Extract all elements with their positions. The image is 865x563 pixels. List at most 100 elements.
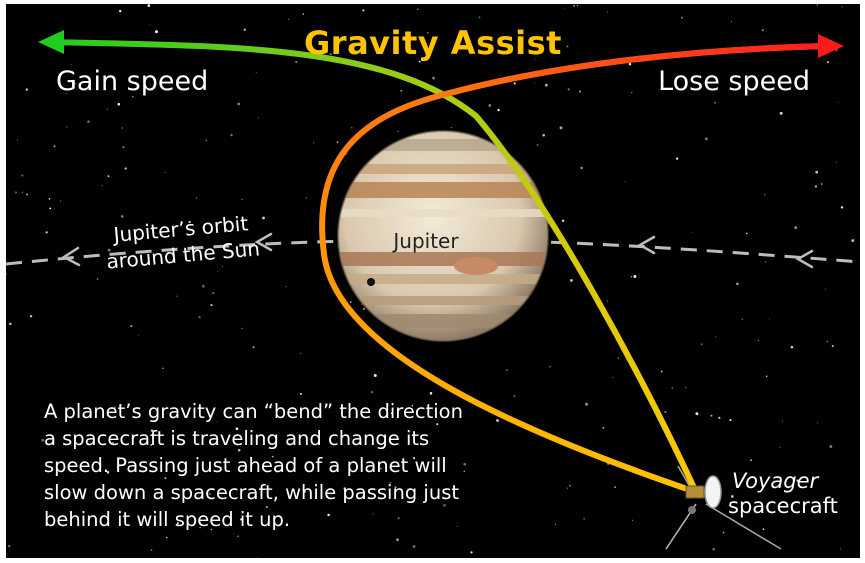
star (138, 334, 140, 336)
star (201, 284, 205, 288)
star (176, 295, 178, 298)
star (765, 375, 768, 378)
star (255, 71, 257, 74)
star (443, 503, 446, 507)
star (695, 412, 699, 416)
star (394, 486, 397, 489)
star (429, 392, 433, 395)
star (199, 526, 201, 529)
star (816, 422, 818, 424)
star (21, 174, 24, 177)
star (630, 275, 633, 278)
star (851, 239, 855, 243)
star (113, 406, 117, 409)
star (166, 537, 168, 539)
star (329, 53, 332, 56)
star (602, 426, 605, 429)
jupiter-orbit-line (6, 238, 860, 266)
star (147, 4, 151, 7)
star (731, 20, 733, 22)
star (82, 414, 85, 417)
star (372, 40, 374, 42)
star (585, 402, 588, 406)
star (841, 6, 843, 8)
lose-speed-path (443, 43, 829, 97)
star (840, 206, 844, 209)
star (373, 374, 377, 377)
star (397, 517, 400, 520)
star (779, 447, 781, 449)
star (130, 325, 133, 327)
star (48, 198, 51, 200)
lose-speed-arrowhead (818, 34, 844, 58)
star (714, 102, 716, 104)
star (470, 551, 473, 554)
star (29, 315, 33, 318)
star (303, 490, 307, 493)
star (305, 197, 307, 199)
star (826, 61, 829, 64)
star (60, 200, 62, 202)
star (564, 7, 566, 9)
star (578, 90, 581, 93)
star (555, 523, 556, 525)
star (536, 144, 539, 146)
star (96, 278, 99, 280)
star (16, 139, 19, 141)
star (690, 231, 692, 233)
star (350, 301, 352, 303)
star (463, 470, 465, 473)
star (372, 513, 374, 515)
star (757, 75, 759, 77)
orbit-arrowheads (61, 232, 814, 269)
star (119, 404, 122, 407)
star (9, 322, 12, 326)
star (233, 533, 235, 535)
star (262, 216, 265, 220)
star (8, 545, 11, 548)
star (241, 198, 243, 201)
jupiter-planet (337, 130, 549, 342)
voyager-spacecraft-icon (665, 465, 782, 550)
star (25, 88, 28, 91)
star (632, 519, 634, 521)
star (624, 180, 626, 182)
star (496, 419, 499, 422)
orbit-arrow-2 (254, 232, 273, 252)
star (741, 318, 744, 321)
star (327, 513, 330, 517)
star (396, 538, 399, 542)
star (534, 58, 536, 60)
star (513, 395, 516, 398)
star (779, 111, 783, 115)
star (418, 60, 421, 63)
star (413, 457, 416, 460)
star (101, 185, 103, 187)
star (559, 126, 563, 130)
star (162, 367, 164, 369)
star (831, 345, 834, 348)
star (237, 102, 241, 106)
lose-speed-label: Lose speed (658, 66, 810, 97)
star (132, 96, 134, 98)
star (569, 485, 571, 487)
star (607, 11, 609, 13)
star (816, 4, 819, 6)
star (538, 50, 540, 53)
star (390, 412, 393, 415)
star (729, 419, 732, 422)
star (257, 556, 258, 558)
star (49, 207, 52, 210)
star (75, 83, 77, 85)
star (763, 194, 766, 196)
star (710, 414, 713, 417)
gain-speed-label: Gain speed (56, 66, 209, 97)
star (243, 28, 247, 32)
star (664, 410, 667, 414)
star (497, 108, 500, 112)
star (53, 145, 56, 148)
star (285, 286, 287, 288)
star (240, 518, 243, 521)
star (631, 92, 633, 94)
